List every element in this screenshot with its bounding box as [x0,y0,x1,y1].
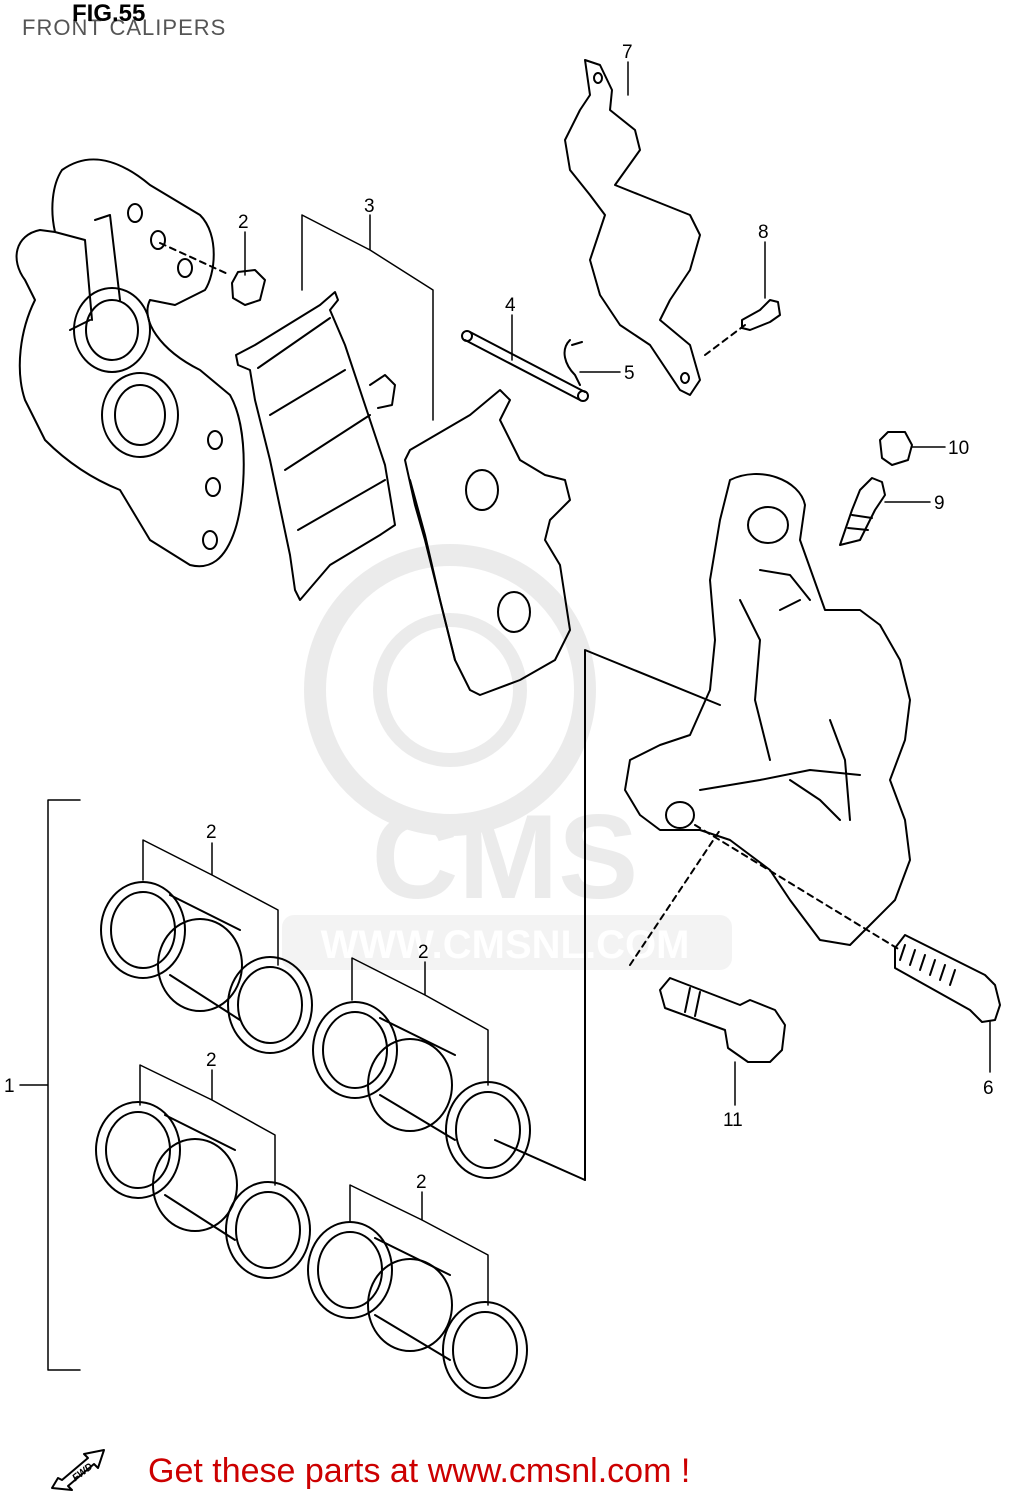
callout-2-top: 2 [238,212,249,233]
callout-3: 3 [364,196,375,217]
callout-6: 6 [983,1078,994,1099]
piston-seal-kit-4 [307,1221,528,1399]
callout-2-kit-2: 2 [418,942,429,963]
bleeder-valve [839,477,886,546]
spring-screw [704,299,781,356]
figure-subtitle: FRONT CALIPERS [22,15,227,40]
watermark-brand: CMS [372,790,639,924]
pad-pin [461,330,589,402]
bleeder-cap [879,431,913,466]
callout-10: 10 [948,438,969,459]
callout-9: 9 [934,493,945,514]
callout-2-kit-1: 2 [206,822,217,843]
piston-seal-kit-2 [312,1001,586,1181]
callout-5: 5 [624,363,635,384]
figure-title: FIG.55 [72,0,146,27]
callout-2-kit-4: 2 [416,1172,427,1193]
brake-pad-rear [404,389,571,696]
footer-link[interactable]: Get these parts at www.cmsnl.com ! [148,1452,691,1490]
callout-7: 7 [622,42,633,63]
callout-8: 8 [758,222,769,243]
callout-11: 11 [723,1110,743,1131]
bleeder-cap-small [231,269,266,306]
piston-seal-kit-1 [100,881,313,1054]
pad-spring [564,59,701,396]
callout-leaders [19,61,991,1371]
slide-bolt [894,934,1001,1023]
callout-1: 1 [4,1076,15,1097]
piston-seal-kit-3 [95,1101,311,1279]
fwd-arrow-icon: FWD [51,1449,105,1491]
callout-4: 4 [505,295,516,316]
watermark: CMS WWW.CMSNL.COM [282,544,732,970]
watermark-url: WWW.CMSNL.COM [321,923,690,967]
pad-clip [563,339,583,386]
callout-2-kit-3: 2 [206,1050,217,1071]
left-caliper-body [15,158,245,568]
brake-pad-front [235,291,396,601]
right-caliper-body [624,473,911,946]
mounting-bolt [659,977,786,1063]
